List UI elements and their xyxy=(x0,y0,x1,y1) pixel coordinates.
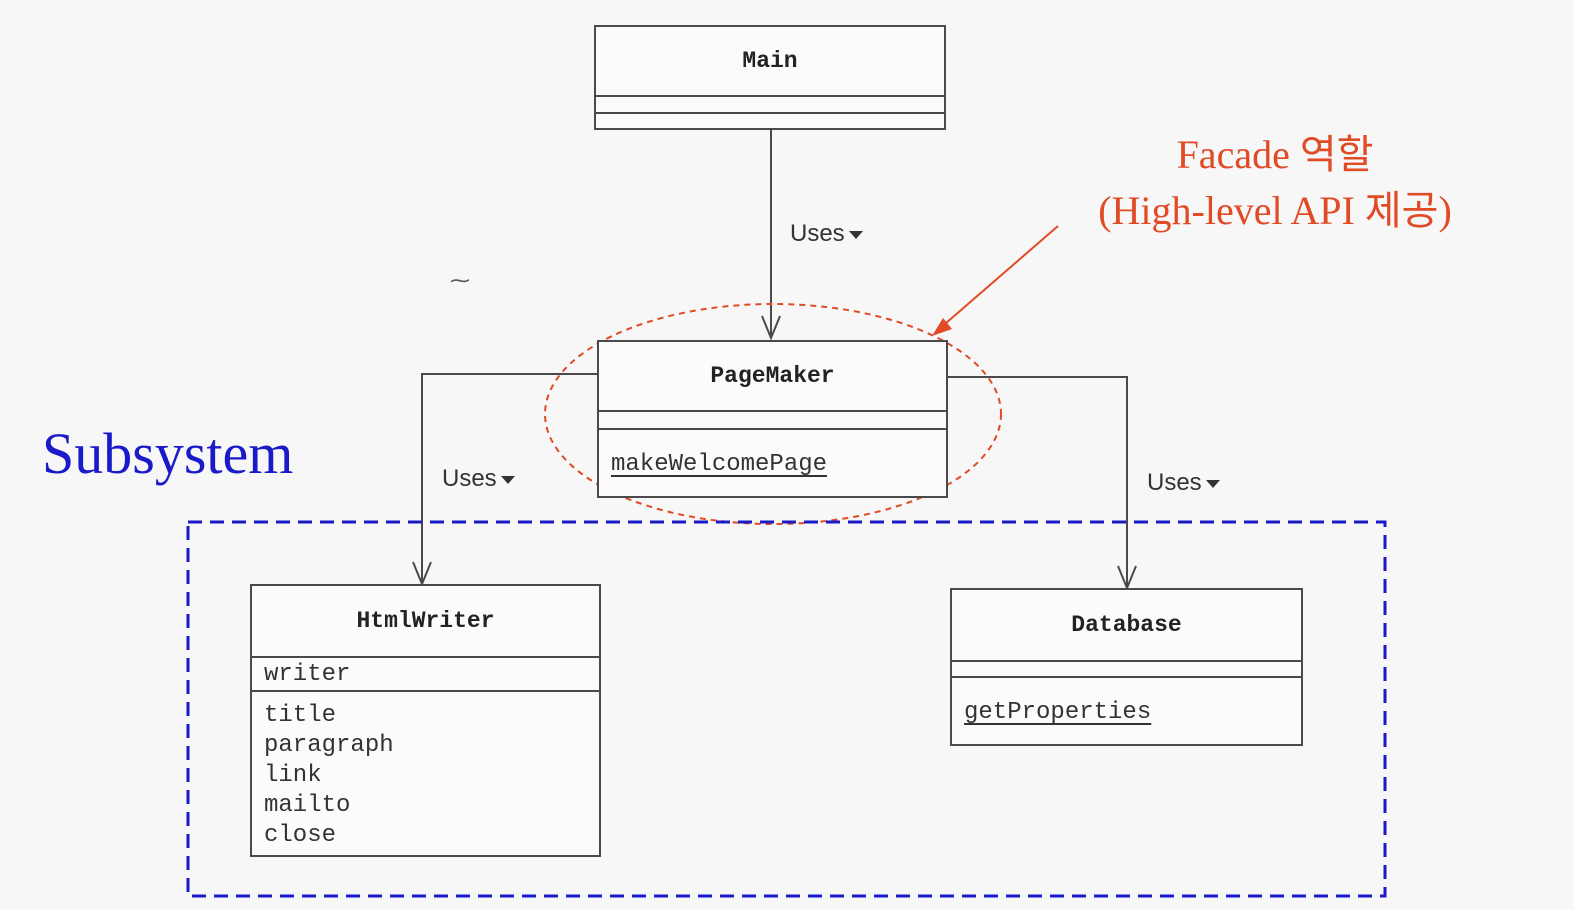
facade-annotation: Facade 역할 (High-level API 제공) xyxy=(1060,127,1490,239)
operation-item: getProperties xyxy=(964,699,1152,726)
facade-callout-line xyxy=(937,225,1059,331)
class-htmlwriter-name: HtmlWriter xyxy=(356,608,495,634)
operation-item: title xyxy=(264,702,337,729)
triangle-down-icon xyxy=(1205,479,1220,488)
operation-item: close xyxy=(264,822,337,849)
uses-label-main-pagemaker: Uses xyxy=(790,220,863,248)
operation-item: makeWelcomePage xyxy=(611,451,828,478)
subsystem-label: Subsystem xyxy=(42,421,294,486)
operation-item: link xyxy=(264,762,322,789)
triangle-down-icon xyxy=(848,230,863,239)
class-htmlwriter-operations: title paragraph link mailto close xyxy=(252,690,599,851)
class-database-name: Database xyxy=(1071,612,1182,638)
class-main[interactable]: Main xyxy=(594,25,946,130)
operation-item: paragraph xyxy=(264,732,394,759)
class-database[interactable]: Database getProperties xyxy=(950,588,1303,746)
triangle-down-icon xyxy=(500,475,515,484)
facade-highlight-ellipse xyxy=(544,303,1002,525)
arrowhead-pagemaker-icon xyxy=(761,315,781,341)
uses-text: Uses xyxy=(790,220,845,247)
class-htmlwriter-attributes: writer xyxy=(252,656,599,690)
class-main-name: Main xyxy=(742,48,798,74)
class-main-operations xyxy=(596,112,944,128)
class-database-attributes xyxy=(952,660,1301,676)
class-pagemaker-attributes xyxy=(599,410,946,428)
facade-api-text: (High-level API 제공) xyxy=(1098,188,1452,233)
facade-role-text: Facade 역할 xyxy=(1176,132,1374,177)
connector-pagemaker-htmlwriter xyxy=(421,373,597,584)
class-htmlwriter[interactable]: HtmlWriter writer title paragraph link m… xyxy=(250,584,601,857)
attribute-item: writer xyxy=(264,661,351,688)
connector-pagemaker-database xyxy=(948,376,1128,588)
scan-smudge-mark: ⁓ xyxy=(450,270,470,292)
class-pagemaker-name: PageMaker xyxy=(710,363,835,389)
class-database-operations: getProperties xyxy=(952,676,1301,728)
uses-text: Uses xyxy=(442,465,497,492)
uses-text: Uses xyxy=(1147,469,1202,496)
operation-item: mailto xyxy=(264,792,351,819)
uses-label-pagemaker-htmlwriter: Uses xyxy=(442,465,515,493)
subsystem-boundary xyxy=(186,520,1387,898)
class-pagemaker[interactable]: PageMaker makeWelcomePage xyxy=(597,340,948,498)
uses-label-pagemaker-database: Uses xyxy=(1147,469,1220,497)
facade-callout-arrowhead-icon xyxy=(932,318,952,336)
class-pagemaker-operations: makeWelcomePage xyxy=(599,428,946,480)
class-main-attributes xyxy=(596,95,944,112)
